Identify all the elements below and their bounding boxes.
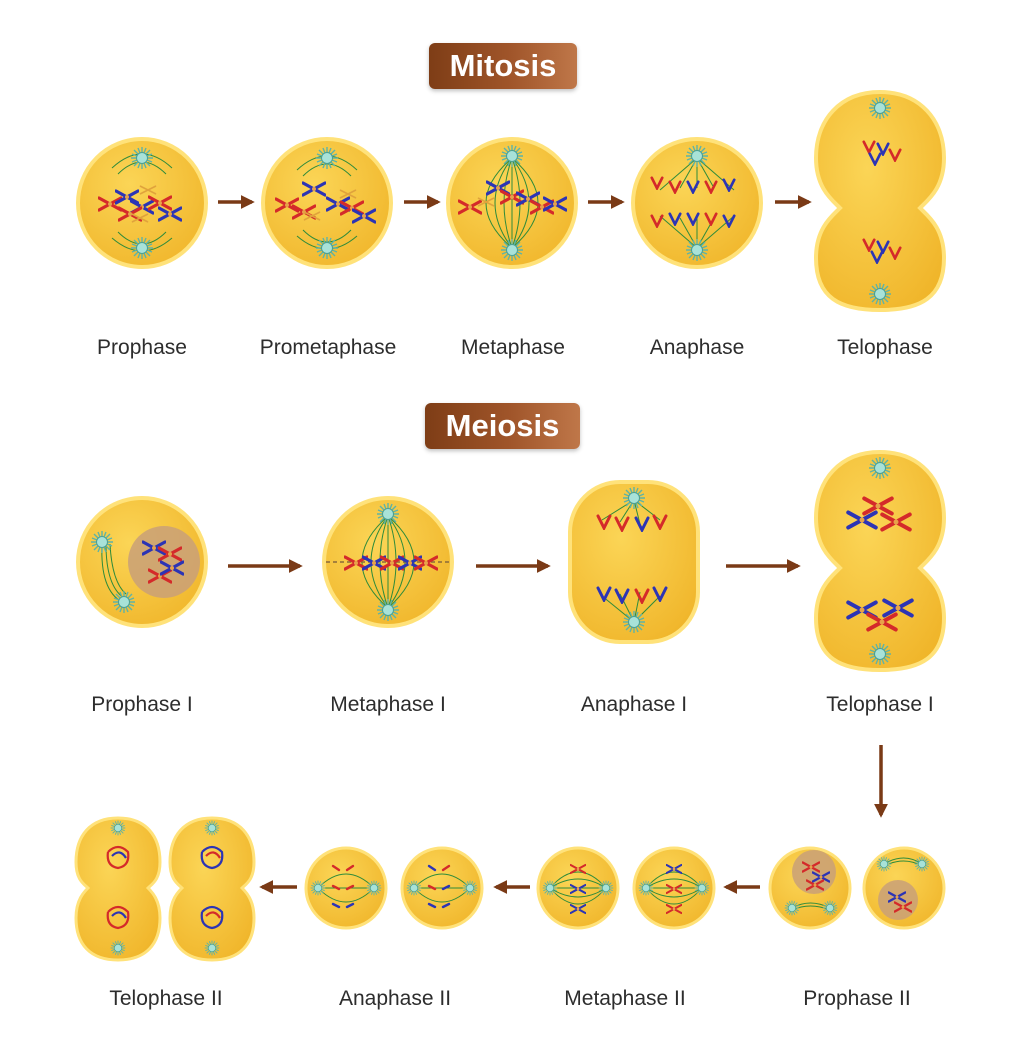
phase-label: Anaphase <box>649 336 745 359</box>
centrosome-icon <box>868 282 892 306</box>
centrosome-icon <box>685 238 709 262</box>
centrosome-icon <box>914 856 930 872</box>
centrosome-icon <box>462 880 478 896</box>
phase-label: Anaphase I <box>580 693 688 716</box>
centrosome-icon <box>130 236 154 260</box>
phase-label: Telophase II <box>109 987 223 1010</box>
centrosome-icon <box>204 940 220 956</box>
phase-label: Prometaphase <box>259 336 397 359</box>
phase-label: Metaphase I <box>330 693 446 716</box>
centrosome-icon <box>204 820 220 836</box>
centrosome-icon <box>366 880 382 896</box>
centrosome-icon <box>376 598 400 622</box>
meiosis-telophase-ii-cells <box>74 816 256 962</box>
centrosome-icon <box>112 590 136 614</box>
centrosome-icon <box>406 880 422 896</box>
meiosis-prophase-ii-cells <box>768 846 946 930</box>
centrosome-icon <box>694 880 710 896</box>
phase-label: Metaphase II <box>564 987 686 1010</box>
centrosome-icon <box>868 456 892 480</box>
meiosis-anaphase-i-cell <box>568 480 700 644</box>
centrosome-icon <box>685 144 709 168</box>
centrosome-icon <box>638 880 654 896</box>
mitosis-anaphase-cell <box>631 137 763 269</box>
centrosome-icon <box>868 642 892 666</box>
centrosome-icon <box>500 238 524 262</box>
centrosome-icon <box>784 900 800 916</box>
centrosome-icon <box>868 96 892 120</box>
centrosome-icon <box>110 820 126 836</box>
mitosis-telophase-cell <box>813 89 947 313</box>
nucleus <box>878 880 918 920</box>
meiosis-title: Meiosis <box>425 403 580 449</box>
centrosome-icon <box>130 146 154 170</box>
centrosome-icon <box>90 530 114 554</box>
meiosis-metaphase-i-cell <box>322 496 454 628</box>
meiosis-telophase-i-cell <box>813 449 947 673</box>
centrosome-icon <box>315 236 339 260</box>
mitosis-title: Mitosis <box>429 43 577 89</box>
centrosome-icon <box>315 146 339 170</box>
centrosome-icon <box>622 610 646 634</box>
phase-label: Metaphase <box>461 336 565 359</box>
centrosome-icon <box>876 856 892 872</box>
centrosome-icon <box>310 880 326 896</box>
centrosome-icon <box>500 144 524 168</box>
phase-label: Telophase <box>837 336 933 359</box>
phase-label: Telophase I <box>826 693 934 716</box>
centrosome-icon <box>542 880 558 896</box>
centrosome-icon <box>822 900 838 916</box>
phase-label: Prophase <box>97 336 187 359</box>
meiosis-metaphase-ii-cells <box>536 846 716 930</box>
phase-label: Anaphase II <box>338 987 452 1010</box>
meiosis-anaphase-ii-cells <box>304 846 484 930</box>
phase-label: Prophase II <box>803 987 911 1010</box>
mitosis-prometaphase-cell <box>261 137 393 269</box>
centrosome-icon <box>110 940 126 956</box>
centrosome-icon <box>376 502 400 526</box>
phase-label: Prophase I <box>91 693 193 716</box>
meiosis-prophase-i-cell <box>76 496 208 628</box>
mitosis-metaphase-cell <box>446 137 578 269</box>
mitosis-prophase-cell <box>76 137 208 269</box>
centrosome-icon <box>622 486 646 510</box>
centrosome-icon <box>598 880 614 896</box>
